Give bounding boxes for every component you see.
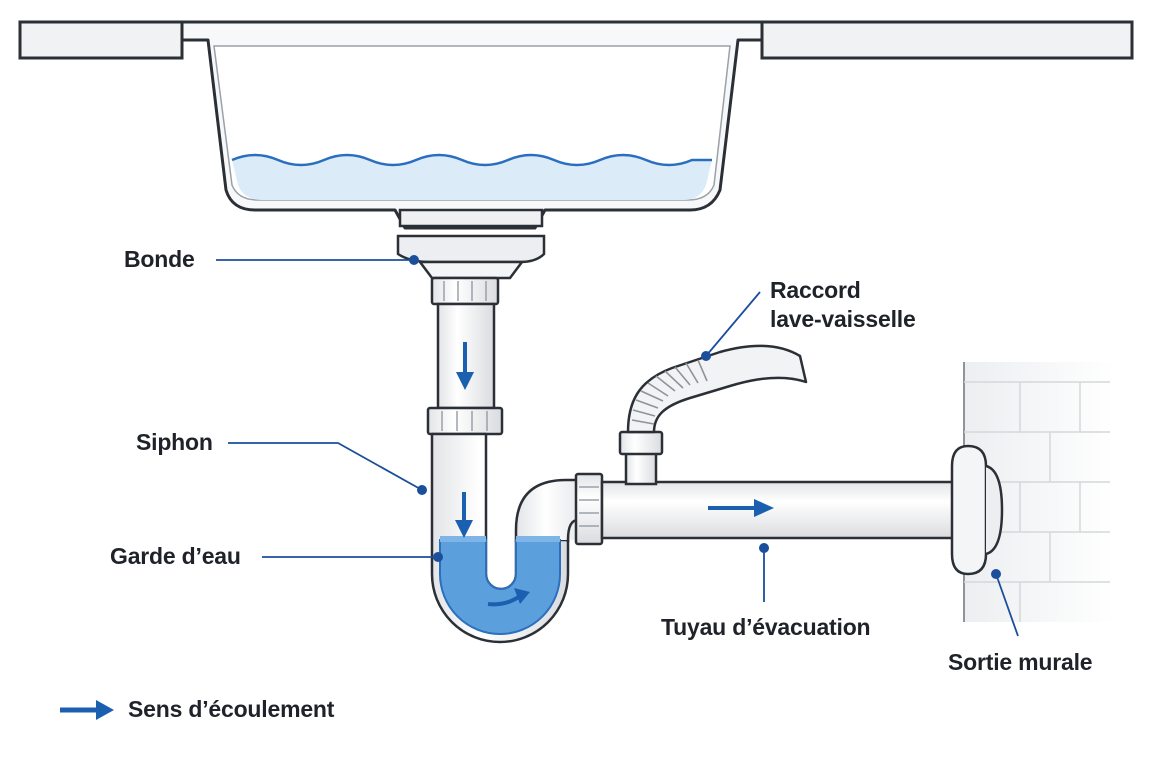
dot-trap: [417, 485, 427, 495]
dot-wall-outlet: [991, 569, 1001, 579]
label-leaders: [216, 259, 1019, 637]
label-drain-pipe: Tuyau d’évacuation: [661, 614, 871, 640]
legend-arrow-icon: [60, 700, 114, 720]
leader-dishwasher: [705, 291, 761, 357]
leader-wall-outlet: [995, 573, 1019, 637]
dishwasher-connection: [618, 344, 808, 486]
legend-flow-direction: Sens d’écoulement: [128, 696, 335, 722]
label-drain: Bonde: [124, 246, 195, 272]
dot-drain: [409, 255, 419, 265]
wall-flange: [950, 444, 1004, 576]
label-trap: Siphon: [136, 429, 213, 455]
flow-arrow-down-tailpiece: [456, 342, 474, 390]
horizontal-drain-pipe: [600, 480, 970, 540]
dot-water-seal: [433, 552, 443, 562]
p-trap: [430, 432, 600, 644]
basin-water: [231, 153, 712, 200]
label-dishwasher-line1: Raccord: [770, 277, 861, 303]
label-dots: [409, 255, 1001, 579]
middle-nut: [426, 406, 504, 436]
countertop: [18, 20, 1134, 60]
label-dishwasher-line2: lave-vaisselle: [770, 306, 916, 333]
trap-outlet-nut: [574, 472, 604, 546]
dot-drain-pipe: [759, 543, 769, 553]
upper-nut: [430, 276, 500, 306]
label-dishwasher-connection: Raccord lave-vaisselle: [770, 276, 916, 335]
dot-dishwasher: [701, 351, 711, 361]
label-water-seal: Garde d’eau: [110, 543, 241, 569]
flow-arrow-curve-trap: [487, 588, 530, 607]
leader-trap: [228, 442, 423, 491]
flow-arrows: [455, 342, 774, 607]
flow-arrow-down-trap: [455, 492, 473, 538]
flow-arrow-right-pipe: [708, 499, 774, 517]
drain-fitting: [396, 208, 546, 280]
label-wall-outlet: Sortie murale: [948, 649, 1093, 675]
